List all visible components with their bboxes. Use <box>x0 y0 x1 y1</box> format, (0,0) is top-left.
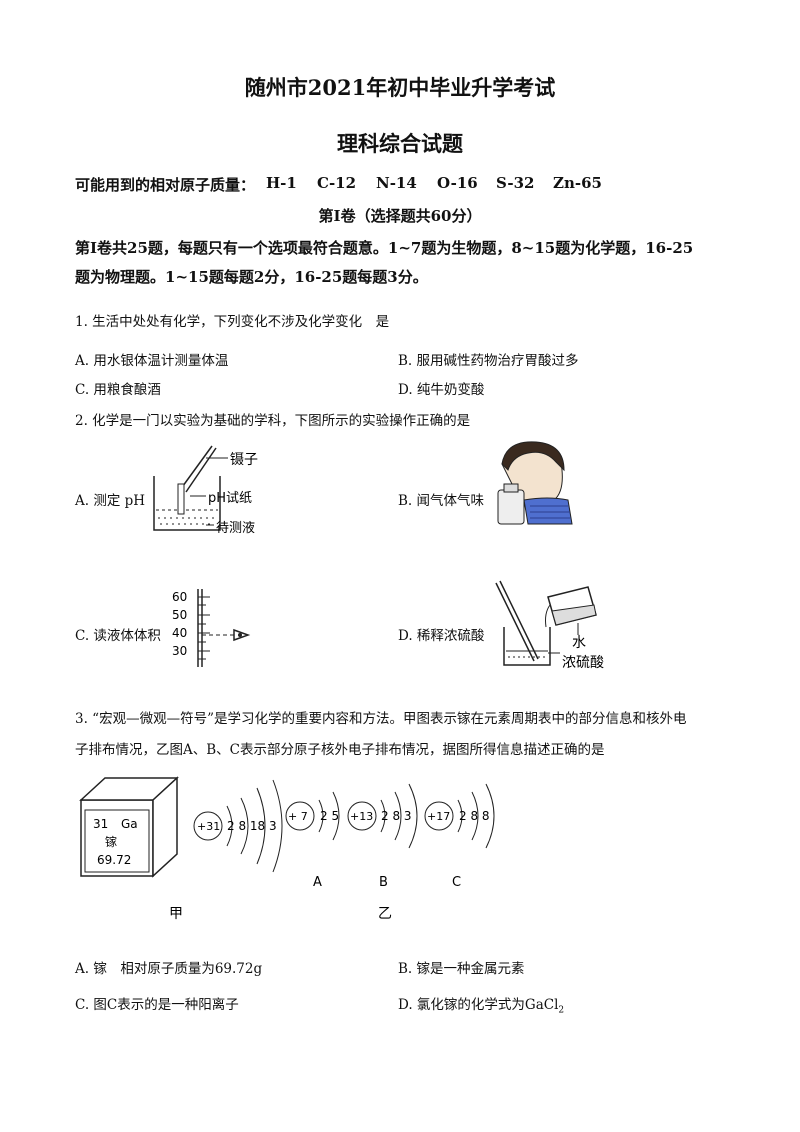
section-intro-line1: 第Ⅰ卷共25题，每题只有一个选项最符合题意。1~7题为生物题，8~15题为化学题… <box>75 239 694 257</box>
atomic-mass-o: O-16 <box>437 174 478 192</box>
atom-c-nucleus: +17 <box>427 810 450 823</box>
element-symbol: Ga <box>121 817 138 831</box>
ph-test-diagram: 镊子 pH试纸 待测液 <box>153 445 258 536</box>
atomic-mass-h: H-1 <box>266 174 297 192</box>
q1-option-b[interactable]: B. 服用碱性药物治疗胃酸过多 <box>398 353 579 369</box>
water-label: 水 <box>572 635 586 651</box>
q3-option-d-subscript: 2 <box>558 1005 565 1016</box>
atom-c-shells: 2 8 8 <box>459 809 490 823</box>
graduated-cylinder-diagram: 60 50 40 30 <box>172 589 251 667</box>
section-title: 第Ⅰ卷（选择题共60分） <box>318 207 482 225</box>
ph-paper-label: pH试纸 <box>208 491 252 506</box>
atom-b-shells: 2 8 3 <box>381 809 412 823</box>
exam-title: 随州市2021年初中毕业升学考试 <box>244 75 556 100</box>
element-mass: 69.72 <box>97 853 131 867</box>
question-3-stem-line2: 子排布情况，乙图A、B、C表示部分原子核外电子排布情况，据图所得信息描述正确的是 <box>75 742 605 758</box>
q1-option-c[interactable]: C. 用粮食酿酒 <box>75 382 161 398</box>
tweezers-label: 镊子 <box>230 452 258 468</box>
atom-a-shells: 2 5 <box>320 809 339 823</box>
q3-option-d-text: D. 氯化镓的化学式为GaCl <box>398 997 559 1013</box>
dilute-acid-diagram: 水 浓硫酸 <box>495 580 604 671</box>
q3-option-a[interactable]: A. 镓 相对原子质量为69.72g <box>75 961 263 977</box>
exam-subtitle: 理科综合试题 <box>337 131 463 156</box>
atomic-mass-label: 可能用到的相对原子质量： <box>75 176 256 194</box>
figure-yi-caption: 乙 <box>378 906 392 922</box>
tick-60: 60 <box>172 590 187 604</box>
question-1-stem: 1. 生活中处处有化学，下列变化不涉及化学变化 是 <box>75 314 390 330</box>
q3-option-b[interactable]: B. 镓是一种金属元素 <box>398 961 525 977</box>
element-number: 31 <box>93 817 108 831</box>
tick-50: 50 <box>172 608 187 622</box>
conc-acid-label: 浓硫酸 <box>562 655 604 671</box>
q3-option-d[interactable]: D. 氯化镓的化学式为GaCl2 <box>398 993 564 1016</box>
atom-a-label: A <box>313 875 322 890</box>
eye-icon <box>233 628 251 642</box>
ga-nucleus: +31 <box>197 820 220 833</box>
figure-jia-caption: 甲 <box>169 906 183 922</box>
q1-option-d[interactable]: D. 纯牛奶变酸 <box>398 382 485 398</box>
atom-b-label: B <box>379 875 388 890</box>
atomic-structure-figure: 31 Ga 镓 69.72 +31 2 8 18 3 + 7 2 5 A +13… <box>79 776 495 922</box>
section-intro-line2: 题为物理题。1~15题每题2分，16-25题每题3分。 <box>75 268 428 286</box>
atomic-mass-n: N-14 <box>376 174 417 192</box>
q2-option-c[interactable]: C. 读液体体积 <box>75 628 161 644</box>
smelling-gas-illustration <box>497 441 573 525</box>
q2-option-b[interactable]: B. 闻气体气味 <box>398 493 485 509</box>
atom-a-nucleus: + 7 <box>288 810 308 823</box>
atom-b-nucleus: +13 <box>350 810 373 823</box>
atomic-mass-zn: Zn-65 <box>553 174 602 192</box>
atomic-mass-s: S-32 <box>496 174 535 192</box>
question-3-stem-line1: 3. “宏观—微观—符号”是学习化学的重要内容和方法。甲图表示镓在元素周期表中的… <box>75 711 687 727</box>
question-2-stem: 2. 化学是一门以实验为基础的学科，下图所示的实验操作正确的是 <box>75 413 471 429</box>
atomic-mass-c: C-12 <box>317 174 357 192</box>
atom-c-label: C <box>452 875 461 890</box>
tick-40: 40 <box>172 626 187 640</box>
element-name: 镓 <box>105 834 117 849</box>
q2-option-a[interactable]: A. 测定 pH <box>75 493 146 509</box>
q2-option-d[interactable]: D. 稀释浓硫酸 <box>398 628 485 644</box>
q1-option-a[interactable]: A. 用水银体温计测量体温 <box>75 353 229 369</box>
tick-30: 30 <box>172 644 187 658</box>
q3-option-c[interactable]: C. 图C表示的是一种阳离子 <box>75 997 239 1013</box>
test-liquid-label: 待测液 <box>216 521 255 536</box>
ga-shells: 2 8 18 3 <box>227 819 277 833</box>
